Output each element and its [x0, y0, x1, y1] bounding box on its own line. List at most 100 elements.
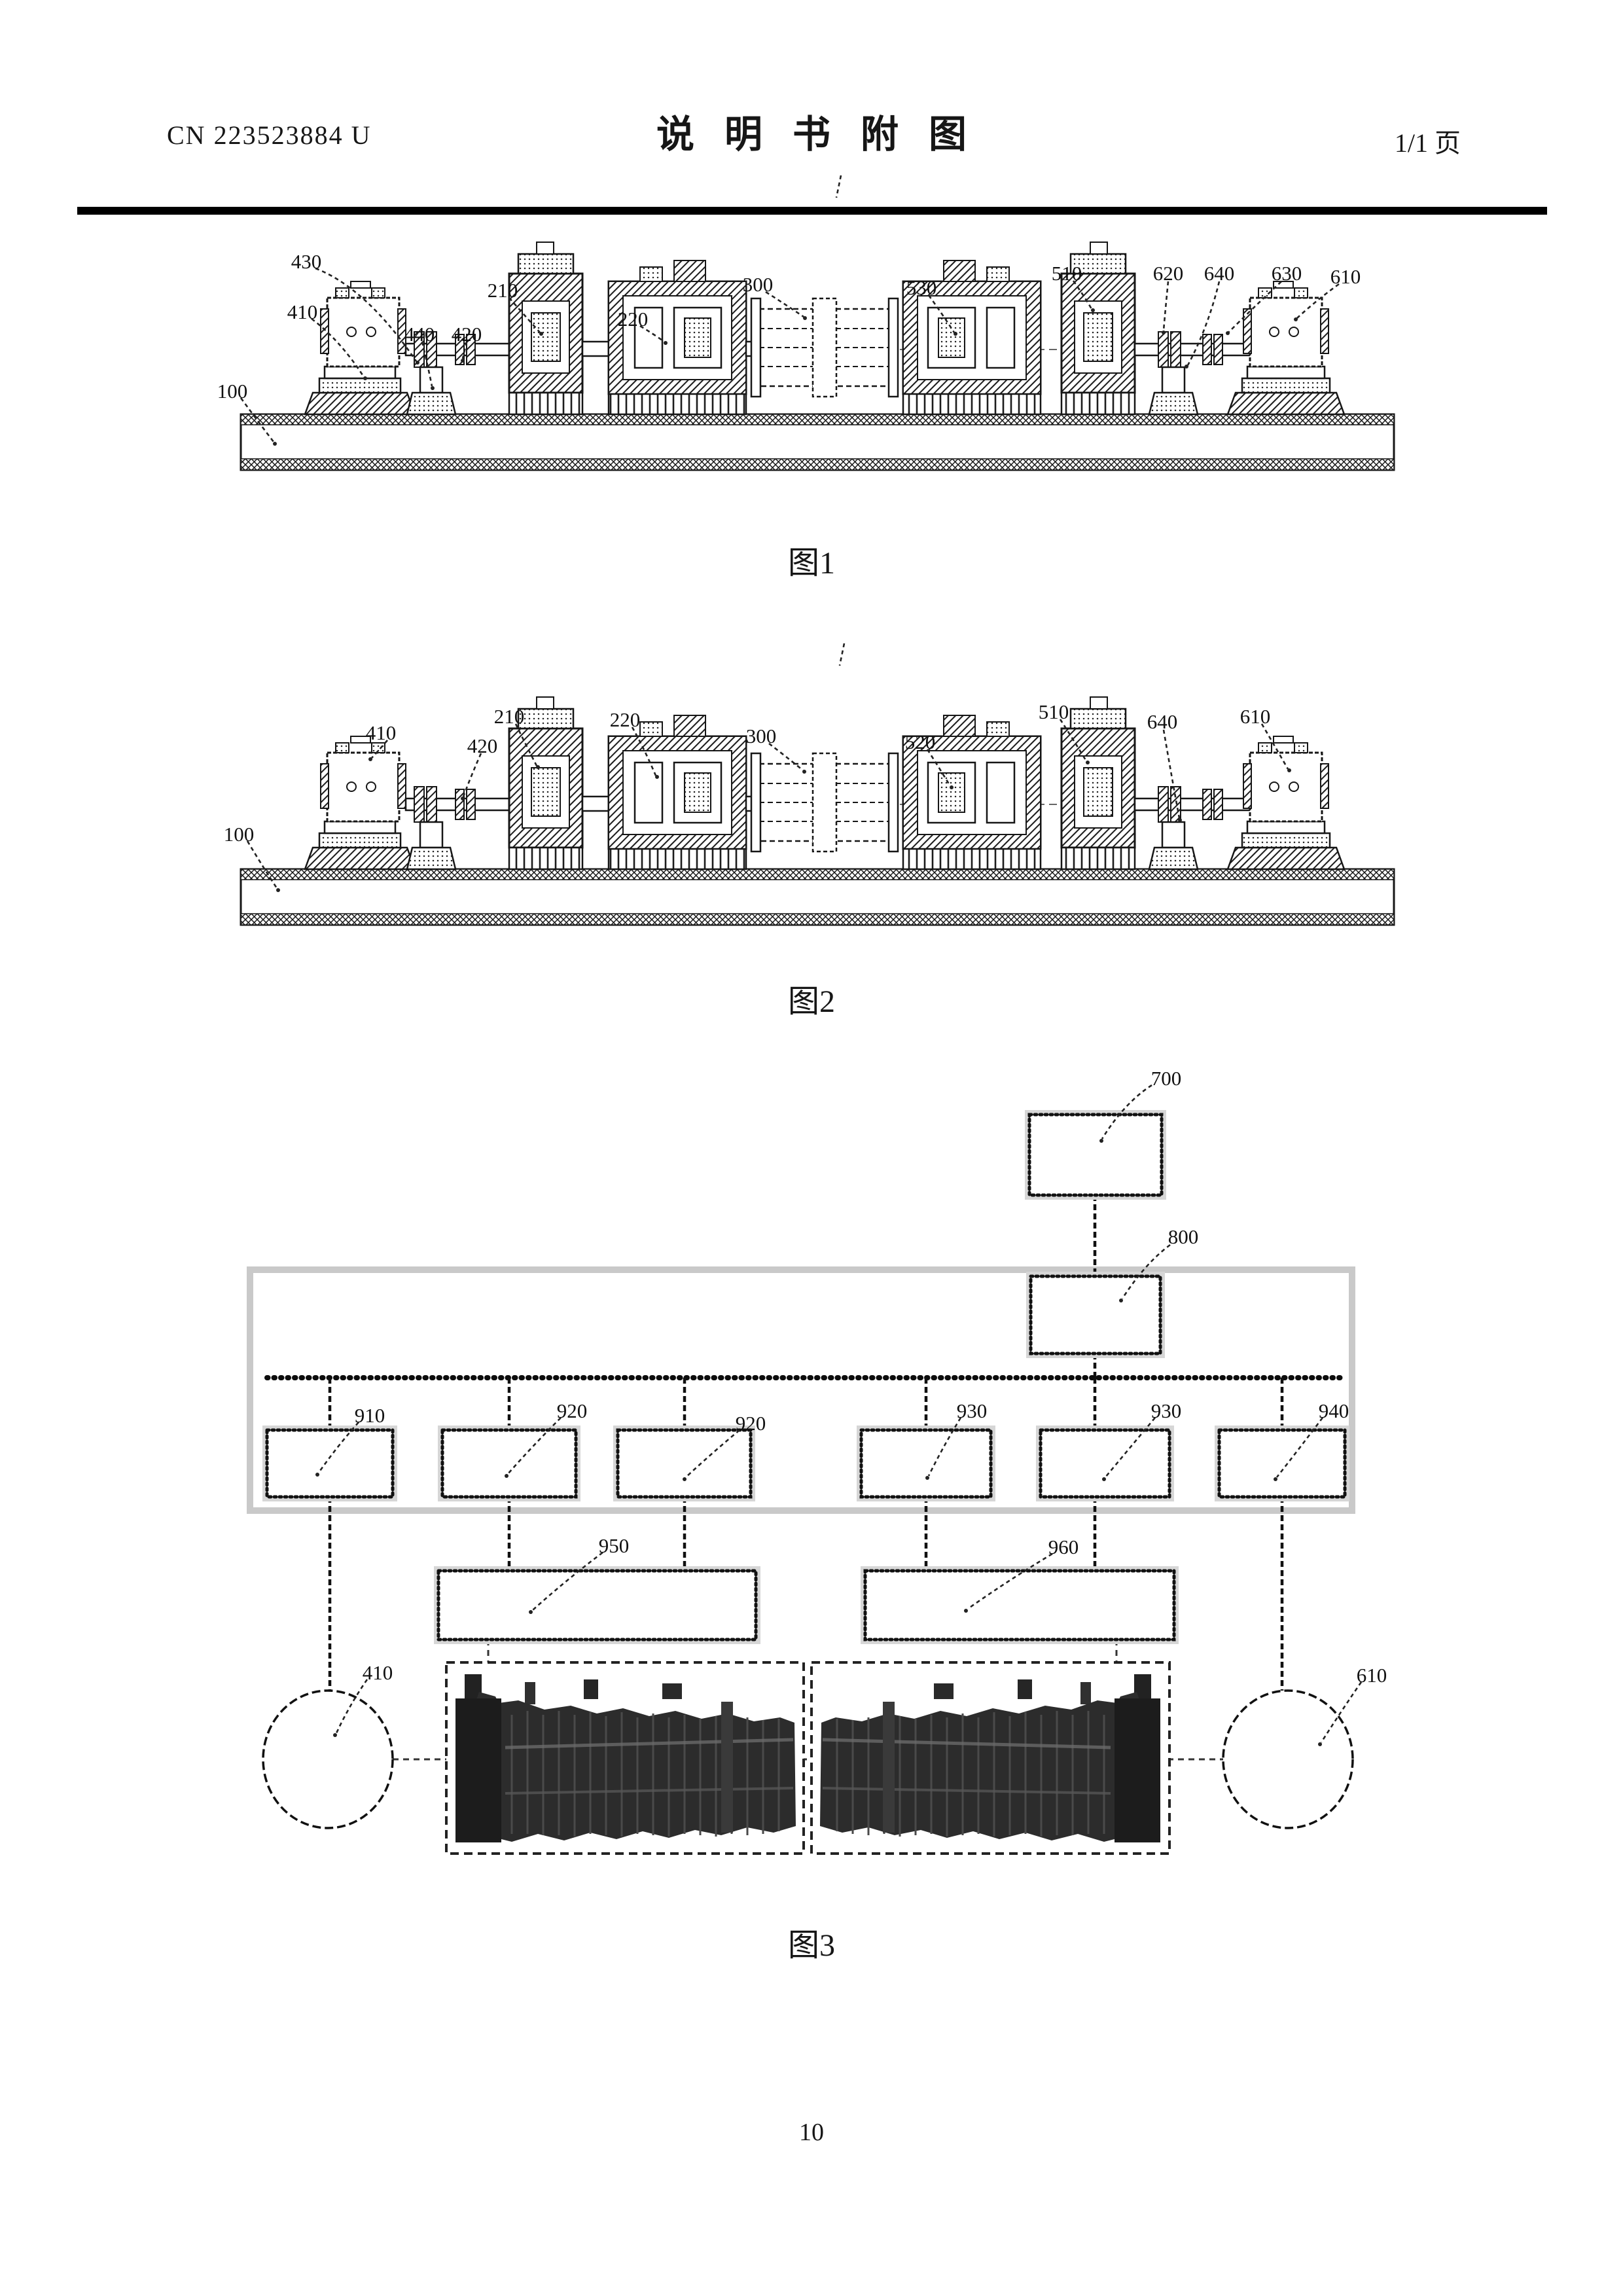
svg-text:960: 960	[1048, 1535, 1079, 1558]
svg-text:510: 510	[1052, 262, 1082, 285]
fig3-block-930b	[1036, 1426, 1174, 1501]
svg-text:620: 620	[1153, 262, 1184, 285]
svg-text:440: 440	[404, 323, 435, 346]
svg-text:220: 220	[618, 308, 649, 331]
fig1-label-210: 210	[488, 279, 543, 336]
fig1-label-100: 100	[217, 380, 277, 446]
fig1-caption: 图1	[787, 546, 836, 581]
svg-text:530: 530	[906, 276, 937, 299]
fig2-caption: 图2	[787, 984, 836, 1019]
fig3-circle-410	[262, 1689, 394, 1829]
svg-text:410: 410	[366, 721, 397, 744]
fig1-label-620: 620	[1153, 262, 1184, 334]
fig3-dashed-enclosure	[247, 1266, 1355, 1514]
figure1-drawing: 430 410 440 420 210 220 300 530 510 62	[217, 175, 1395, 471]
page-title: 说明书附图	[656, 113, 997, 156]
fig2-label-420: 420	[461, 734, 497, 800]
svg-text:430: 430	[291, 250, 322, 273]
fig2-label-640: 640	[1147, 710, 1182, 822]
svg-text:210: 210	[488, 279, 518, 302]
fig3-label-950: 950	[529, 1534, 629, 1614]
svg-text:420: 420	[452, 323, 482, 346]
fig1-label-610: 610	[1294, 265, 1361, 321]
fig2-label-510: 510	[1039, 700, 1090, 764]
svg-text:300: 300	[746, 725, 777, 747]
fig2-label-410: 410	[366, 721, 397, 761]
fig3-label-930b: 930	[1102, 1399, 1181, 1481]
svg-text:920: 920	[736, 1412, 766, 1435]
svg-text:100: 100	[217, 380, 248, 403]
fig1-label-640: 640	[1185, 262, 1234, 368]
fig3-block-920b	[613, 1426, 755, 1501]
fig3-label-410: 410	[333, 1661, 393, 1737]
fig3-block-700	[1025, 1110, 1166, 1200]
svg-text:520: 520	[905, 730, 936, 753]
fig2-label-210: 210	[494, 705, 540, 769]
fig3-caption: 图3	[787, 1928, 836, 1963]
svg-text:510: 510	[1039, 700, 1069, 723]
fig2-label-610: 610	[1240, 705, 1291, 772]
fig3-lower-links	[328, 1497, 1284, 1691]
svg-text:220: 220	[610, 708, 641, 731]
svg-text:210: 210	[494, 705, 525, 728]
svg-text:910: 910	[355, 1404, 385, 1427]
svg-text:930: 930	[1151, 1399, 1182, 1422]
fig3-label-920a: 920	[505, 1399, 587, 1478]
svg-text:630: 630	[1272, 262, 1302, 285]
fig2-label-100: 100	[224, 823, 280, 892]
fig2-label-520: 520	[905, 730, 954, 789]
fig3-label-610: 610	[1318, 1664, 1387, 1746]
fig3-block-910	[262, 1426, 397, 1501]
svg-text:410: 410	[287, 300, 318, 323]
fig3-label-920b: 920	[683, 1412, 766, 1481]
svg-text:940: 940	[1319, 1399, 1349, 1422]
svg-text:610: 610	[1240, 705, 1271, 728]
svg-text:410: 410	[363, 1661, 393, 1684]
fig3-label-930a: 930	[925, 1399, 987, 1480]
fig3-photo-left	[445, 1661, 805, 1855]
fig1-label-630: 630	[1226, 262, 1302, 335]
fig2-machine	[240, 696, 1395, 926]
fig3-block-960	[861, 1566, 1179, 1644]
fig2-label-220: 220	[610, 708, 659, 779]
svg-text:930: 930	[957, 1399, 988, 1422]
svg-text:100: 100	[224, 823, 255, 846]
fig1-top-mark	[835, 175, 842, 198]
fig2-label-300: 300	[746, 725, 806, 774]
fig3-photo-right	[810, 1661, 1171, 1855]
fig3-label-940: 940	[1274, 1399, 1349, 1481]
fig3-label-800: 800	[1119, 1225, 1198, 1302]
figure3-diagram: 700 800 910 920 920 930 930 940 950 96	[247, 1067, 1387, 1855]
figure2-drawing: 410 420 210 220 300 520 510 640 610 10	[224, 643, 1395, 926]
fig3-label-700: 700	[1099, 1067, 1181, 1143]
svg-text:300: 300	[743, 273, 774, 296]
document-number: CN 223523884 U	[167, 120, 372, 150]
svg-text:640: 640	[1147, 710, 1178, 733]
fig3-label-910: 910	[315, 1404, 385, 1477]
fig1-label-220: 220	[618, 308, 668, 345]
fig3-label-960: 960	[964, 1535, 1079, 1613]
fig2-top-mark	[838, 643, 846, 666]
fig1-label-530: 530	[906, 276, 957, 336]
svg-text:420: 420	[467, 734, 498, 757]
svg-text:640: 640	[1204, 262, 1235, 285]
fig1-label-300: 300	[743, 273, 807, 320]
fig1-label-430: 430	[291, 250, 419, 365]
fig1-label-510: 510	[1052, 262, 1095, 312]
fig3-block-930a	[857, 1426, 995, 1501]
svg-text:800: 800	[1168, 1225, 1199, 1248]
page-number: 10	[799, 2119, 824, 2146]
fig3-block-940	[1215, 1426, 1349, 1501]
fig3-bus-drops	[328, 1378, 1284, 1430]
fig1-label-420: 420	[452, 323, 482, 363]
svg-text:920: 920	[557, 1399, 588, 1422]
fig3-block-800	[1026, 1272, 1165, 1358]
fig1-label-440: 440	[404, 323, 435, 390]
header-rule	[77, 207, 1547, 215]
svg-text:610: 610	[1330, 265, 1361, 288]
fig1-label-410: 410	[287, 300, 367, 380]
page-info: 1/1 页	[1394, 128, 1461, 158]
svg-text:700: 700	[1151, 1067, 1182, 1090]
fig3-block-950	[434, 1566, 760, 1644]
